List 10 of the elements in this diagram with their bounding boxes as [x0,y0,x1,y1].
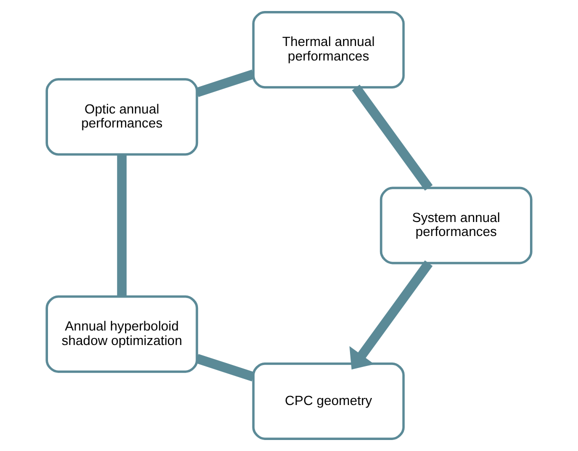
node-box: CPC geometry [252,362,405,440]
node-box: Thermal annual performances [252,11,405,88]
connector [352,84,433,191]
node-box: Optic annual performances [46,78,198,156]
node-box: System annual performances [380,186,532,264]
arrow [349,260,433,370]
connector [117,154,127,297]
connector [196,70,255,97]
connector [196,354,255,382]
node-box: Annual hyperboloid shadow optimization [46,295,198,373]
